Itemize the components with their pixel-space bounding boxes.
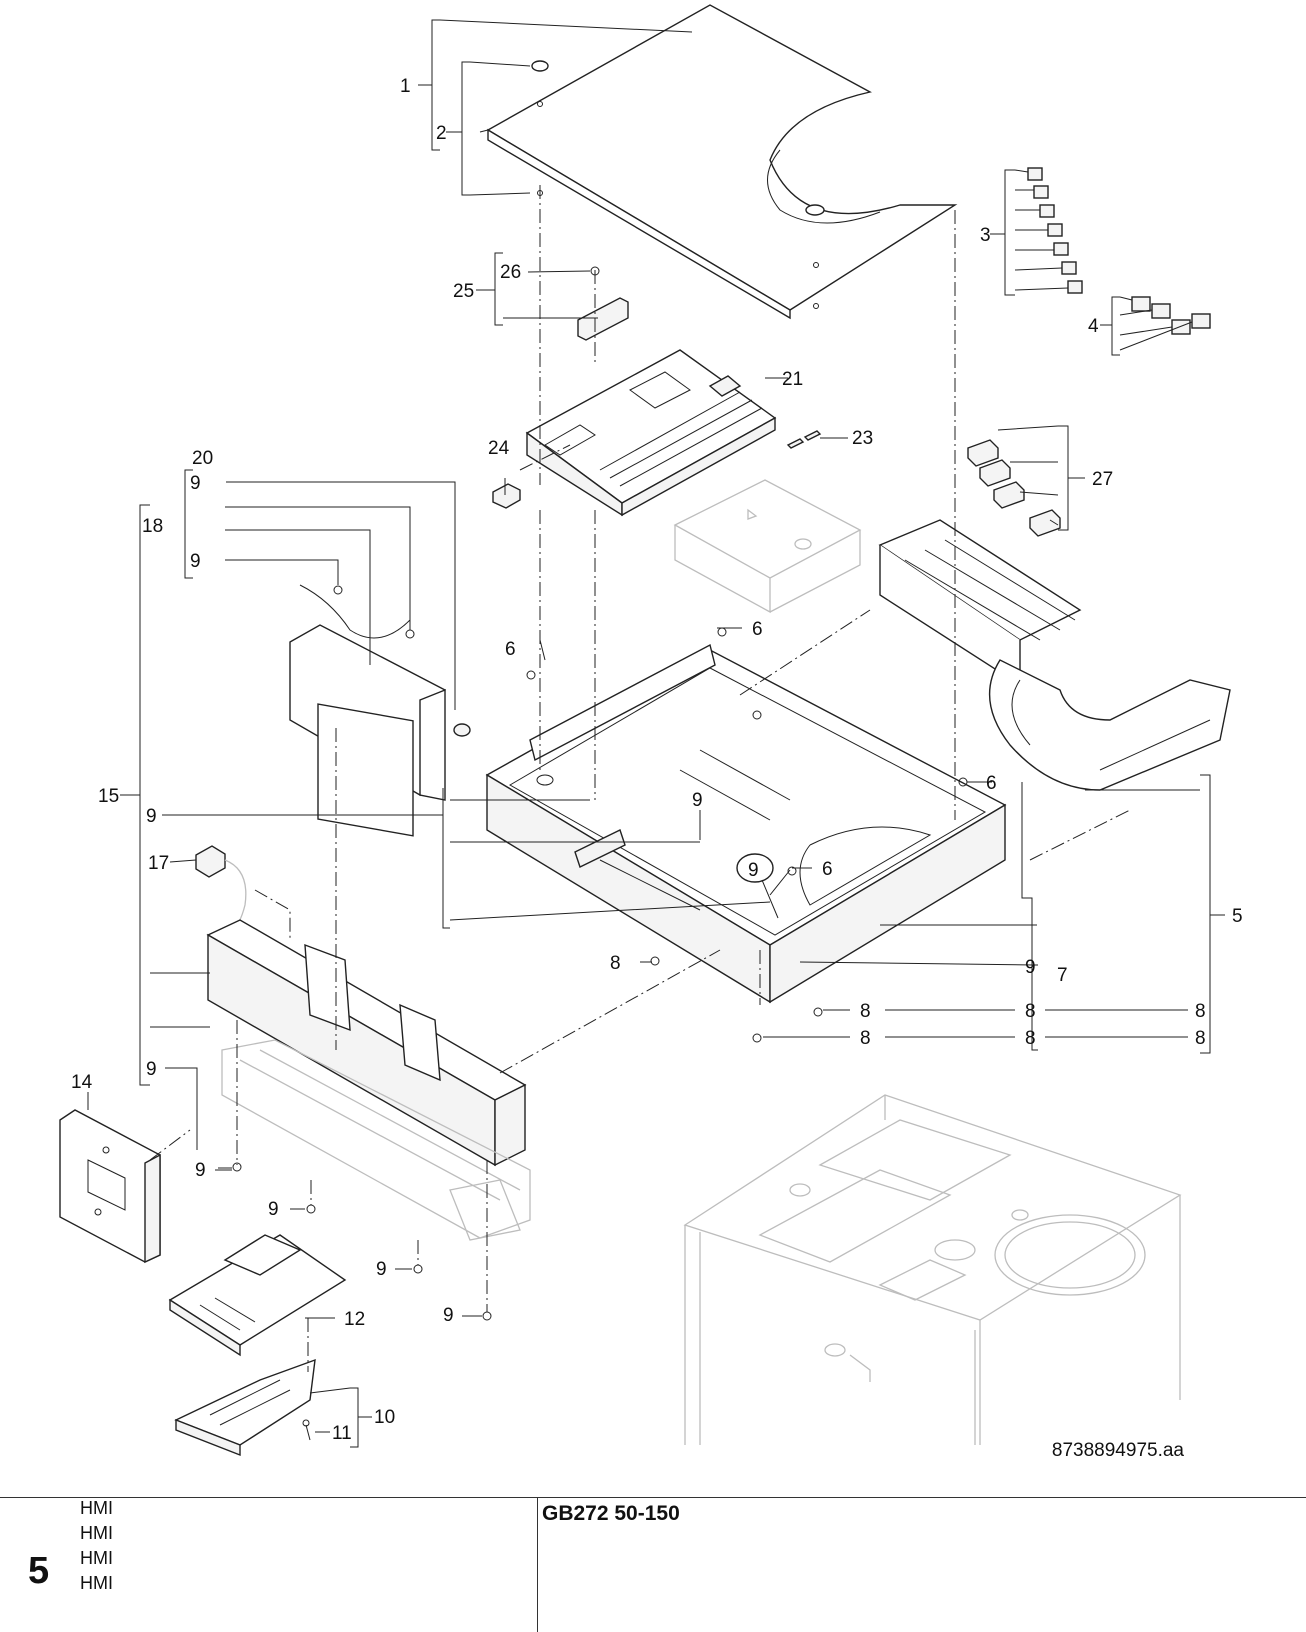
label-9i: 9: [268, 1199, 279, 1220]
label-3: 3: [980, 225, 991, 246]
exploded-parts-diagram: 1 2 3 4 5 6 6 6 6 7 8 8 8 8 8 8 8 9 9 9 …: [59, 4, 1243, 1457]
module-part-12: [168, 1234, 347, 1357]
label-18: 18: [142, 516, 163, 537]
alignment-lines: [149, 185, 1131, 1372]
terminal-tray-5: [878, 519, 1231, 791]
label-26: 26: [500, 262, 521, 283]
label-8c: 8: [1025, 1001, 1036, 1022]
label-11: 11: [332, 1423, 352, 1444]
label-6a: 6: [505, 639, 516, 660]
fuse-part-23: [786, 430, 822, 449]
label-6d: 6: [822, 859, 833, 880]
label-24: 24: [488, 438, 510, 459]
label-6c: 6: [986, 773, 997, 794]
clip-part-24: [492, 483, 521, 509]
description-line: HMI: [80, 1523, 113, 1543]
cover-box: [673, 479, 862, 614]
label-1: 1: [400, 76, 411, 97]
label-9b: 9: [190, 551, 201, 572]
module-part-10: [174, 1358, 316, 1457]
label-2: 2: [436, 123, 447, 144]
label-20: 20: [192, 448, 213, 469]
description-line: HMI: [80, 1548, 113, 1568]
label-9d: 9: [692, 790, 703, 811]
control-unit: [525, 349, 777, 517]
label-8e: 8: [860, 1028, 871, 1049]
bracket-part-25: [577, 266, 629, 341]
terminal-plugs-4: [1131, 296, 1211, 335]
label-27: 27: [1092, 469, 1113, 490]
plugs-27: [967, 439, 1061, 537]
boiler-housing-outline: [683, 1094, 1182, 1445]
label-6b: 6: [752, 619, 763, 640]
label-9k: 9: [443, 1305, 454, 1326]
label-8g: 8: [1195, 1028, 1206, 1049]
leader-lines: [87, 19, 1225, 1448]
base-frame: [485, 643, 1007, 1004]
label-14: 14: [71, 1072, 93, 1093]
switch-part-17: [195, 845, 247, 931]
label-9e: 9: [748, 860, 759, 881]
label-8d: 8: [1195, 1001, 1206, 1022]
label-25: 25: [453, 281, 474, 302]
label-5: 5: [1232, 906, 1243, 927]
display-panel: [289, 584, 471, 837]
label-21: 21: [782, 369, 803, 390]
label-9c: 9: [146, 806, 157, 827]
hmi-unit: [59, 1109, 161, 1264]
label-9g: 9: [146, 1059, 157, 1080]
footer: 5 HMI HMI HMI HMI GB272 50-150: [0, 1497, 1306, 1632]
label-12: 12: [344, 1309, 365, 1330]
top-cover: [486, 4, 958, 320]
label-9j: 9: [376, 1259, 387, 1280]
page-number: 5: [28, 1550, 50, 1592]
label-10: 10: [374, 1407, 395, 1428]
label-8f: 8: [1025, 1028, 1036, 1049]
model-title: GB272 50-150: [542, 1502, 680, 1525]
label-17: 17: [148, 853, 169, 874]
description-line: HMI: [80, 1573, 113, 1593]
footer-divider: [537, 1498, 538, 1632]
label-9a: 9: [190, 473, 201, 494]
label-8a: 8: [610, 953, 621, 974]
callout-labels: 1 2 3 4 5 6 6 6 6 7 8 8 8 8 8 8 8 9 9 9 …: [71, 76, 1243, 1444]
label-15: 15: [98, 786, 119, 807]
label-9f: 9: [1025, 957, 1036, 978]
description-line: HMI: [80, 1498, 113, 1518]
label-7: 7: [1057, 965, 1068, 986]
document-number: 8738894975.aa: [1051, 1440, 1184, 1461]
label-4: 4: [1088, 316, 1099, 337]
label-8b: 8: [860, 1001, 871, 1022]
label-23: 23: [852, 428, 873, 449]
label-9h: 9: [195, 1160, 206, 1181]
front-housing: [206, 919, 531, 1241]
